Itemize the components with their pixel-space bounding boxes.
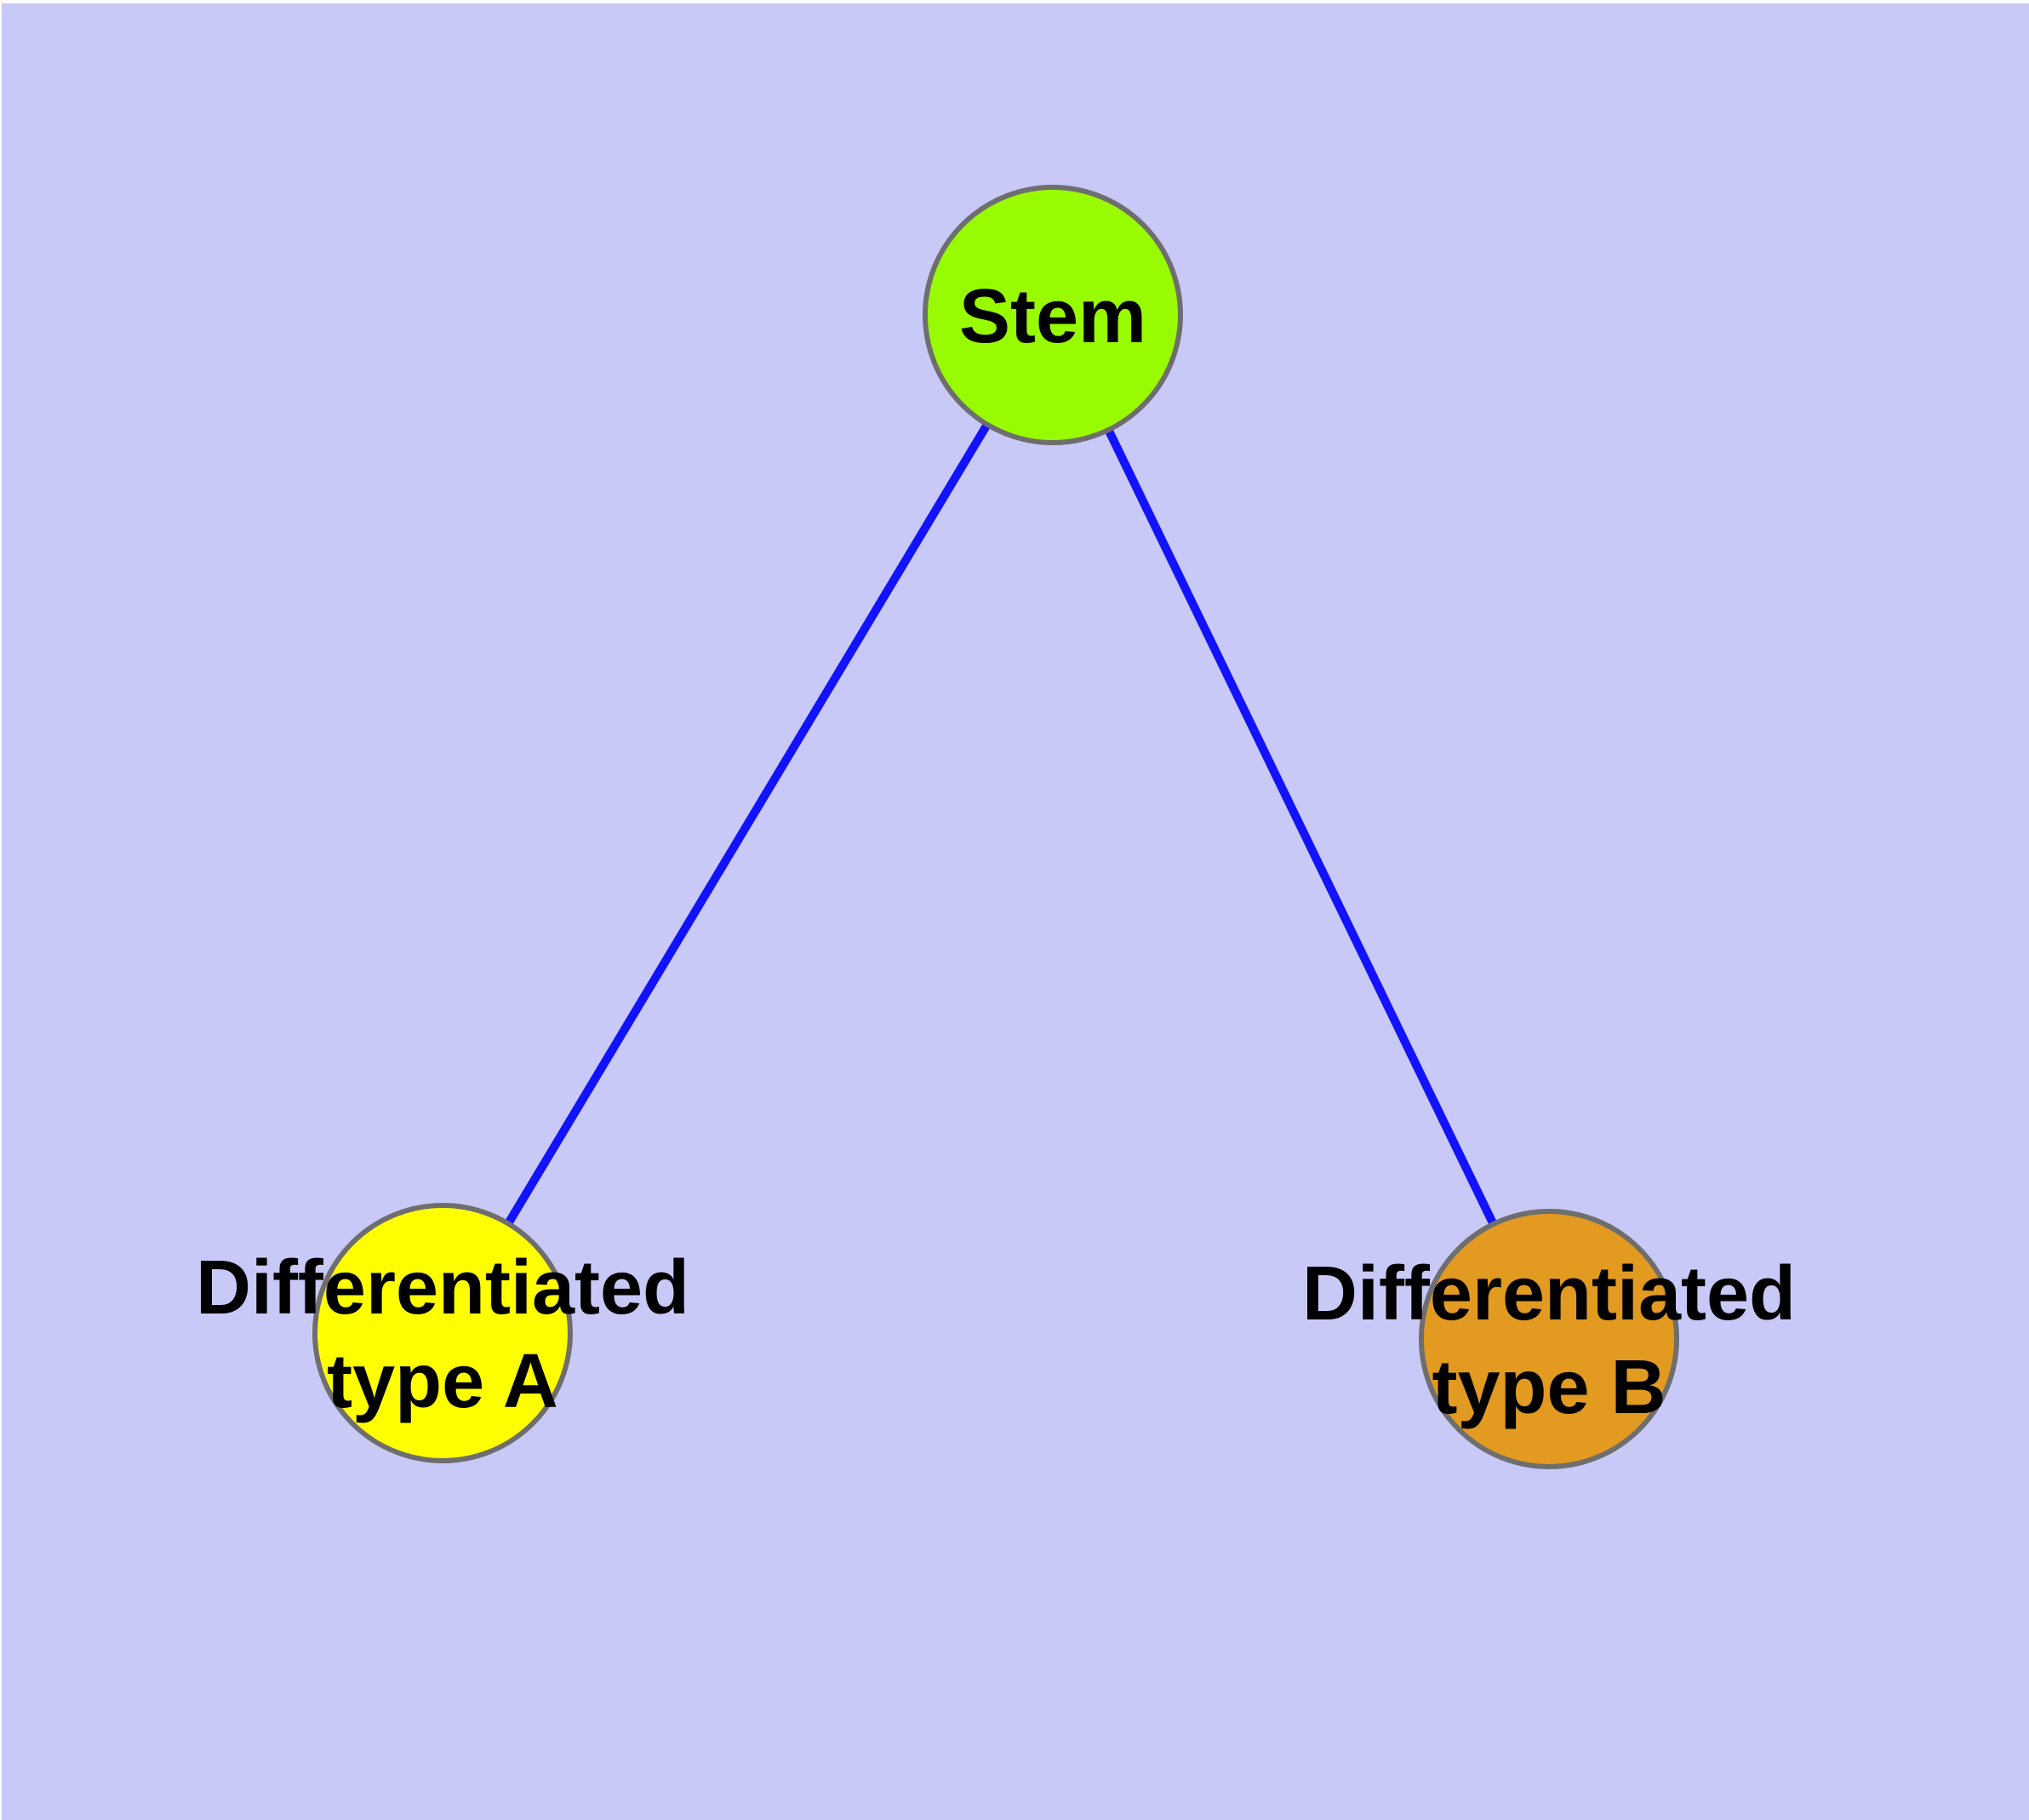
- stem-node-label: Stem: [959, 274, 1146, 359]
- differentiated-type-b-label-line2: type B: [1432, 1345, 1666, 1430]
- node-stem: Stem: [923, 185, 1183, 445]
- differentiated-type-a-label-line1: Differentiated: [196, 1245, 689, 1331]
- edge-stem-to-type-a: [438, 312, 1057, 1336]
- differentiated-type-a-node-circle: [312, 1203, 573, 1463]
- node-differentiated-type-a: Differentiated type A: [196, 1203, 689, 1463]
- node-differentiated-type-b: Differentiated type B: [1302, 1209, 1796, 1469]
- stem-node-circle: [923, 185, 1183, 445]
- differentiated-type-b-node-circle: [1419, 1209, 1679, 1469]
- differentiated-type-a-label-line2: type A: [327, 1339, 558, 1424]
- differentiated-type-b-label-line1: Differentiated: [1302, 1251, 1796, 1336]
- edge-stem-to-type-b: [1049, 312, 1553, 1342]
